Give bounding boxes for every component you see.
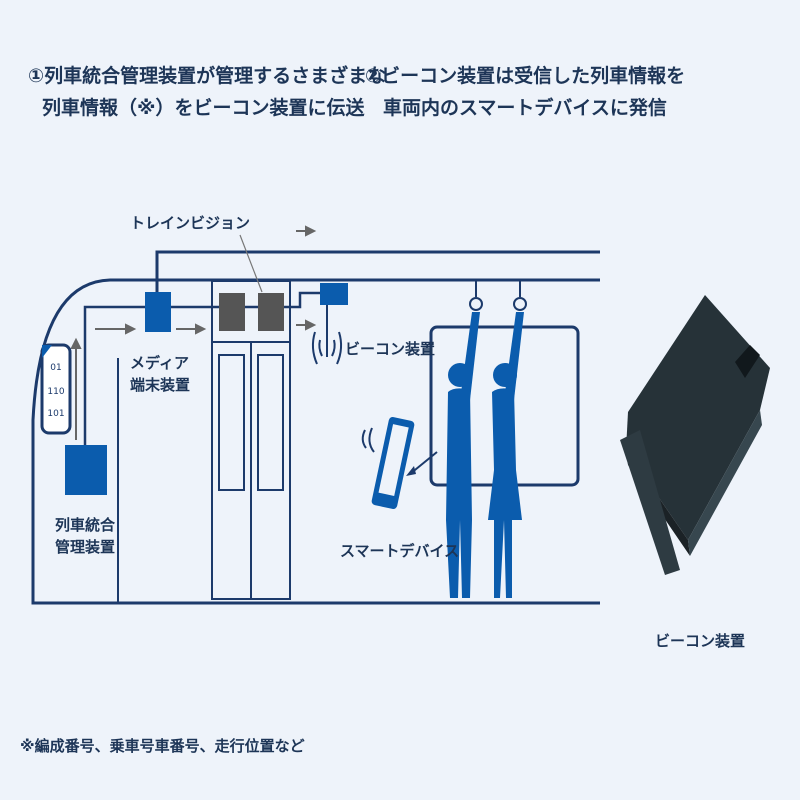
train-management-label-2: 管理装置 — [55, 538, 116, 556]
step2-line2: 車両内のスマートデバイスに発信 — [383, 97, 667, 119]
data-bits-box — [40, 343, 72, 435]
step1-line1: ①列車統合管理装置が管理するさまざまな — [28, 65, 387, 87]
beacon-unit — [320, 283, 348, 305]
step2-text: ②ビーコン装置は受信した列車情報を 車両内のスマートデバイスに発信 — [365, 60, 685, 124]
media-terminal-unit — [145, 292, 171, 332]
media-terminal-label-1: メディア — [130, 354, 189, 372]
step1-text: ①列車統合管理装置が管理するさまざまな 列車情報（※）をビーコン装置に伝送 — [28, 60, 386, 124]
train-door — [211, 280, 291, 600]
beacon-signal-icon — [311, 305, 343, 365]
cable-line — [155, 250, 600, 292]
step1-line2: 列車情報（※）をビーコン装置に伝送 — [42, 97, 365, 119]
passenger-woman-icon — [488, 280, 527, 598]
beacon-device-photo-label: ビーコン装置 — [655, 632, 746, 650]
data-bit-1: 01 — [50, 363, 61, 373]
train-vision-pointer — [239, 234, 263, 293]
signal-line — [83, 291, 320, 445]
train-vision-display-2 — [258, 293, 284, 331]
train-body-outline — [31, 278, 600, 605]
data-bit-3: 101 — [47, 409, 64, 419]
train-management-unit — [65, 445, 107, 495]
step2-line1: ②ビーコン装置は受信した列車情報を — [365, 65, 686, 87]
smart-device-label: スマートデバイス — [340, 542, 460, 560]
train-vision-display-1 — [219, 293, 245, 331]
media-terminal-label: メディア 端末装置 — [130, 352, 190, 396]
train-management-label-1: 列車統合 — [55, 516, 116, 534]
smartphone-icon — [361, 417, 438, 509]
media-terminal-label-2: 端末装置 — [130, 376, 191, 394]
flow-arrows — [70, 225, 317, 440]
train-management-label: 列車統合 管理装置 — [55, 514, 115, 558]
beacon-label: ビーコン装置 — [345, 340, 436, 358]
data-box-corner — [42, 345, 52, 358]
beacon-device-photo — [620, 295, 770, 575]
passenger-man-icon — [446, 280, 483, 598]
train-vision-label: トレインビジョン — [130, 214, 251, 232]
footnote: ※編成番号、乗車号車番号、走行位置など — [20, 737, 305, 755]
data-bit-2: 110 — [47, 387, 64, 397]
